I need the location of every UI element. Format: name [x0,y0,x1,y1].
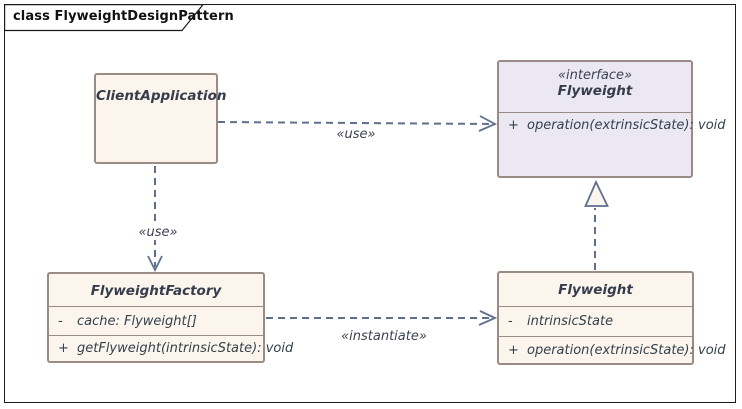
visibility-marker: + [58,341,69,356]
class-name: Flyweight [558,282,633,298]
visibility-marker: - [508,314,513,329]
frame-title: class FlyweightDesignPattern [13,9,234,24]
edge-label-use-vertical: «use» [127,225,189,240]
visibility-marker: + [508,118,519,133]
class-node-flyweightfactory: FlyweightFactory - cache: Flyweight[] + … [47,272,293,363]
operation-signature: getFlyweight(intrinsicState): void [77,341,294,356]
edge-label-instantiate: «instantiate» [341,329,427,344]
class-name: ClientApplication [96,88,227,104]
edge-label-use-horizontal: «use» [336,127,376,142]
open-arrowhead-icon [478,115,498,132]
operation-signature: operation(extrinsicState): void [527,342,726,358]
frame-title-tab [3,3,205,32]
attribute-row: - intrinsicState [499,314,619,329]
interface-node-flyweight: «interface» Flyweight + operation(extrin… [497,60,726,178]
attribute-signature: cache: Flyweight[] [77,313,197,329]
visibility-marker: + [508,342,519,358]
operation-row: + operation(extrinsicState): void [499,343,732,358]
visibility-marker: - [58,313,63,329]
operation-row: + getFlyweight(intrinsicState): void [49,341,299,356]
attribute-signature: intrinsicState [527,314,614,329]
open-arrowhead-icon [478,310,498,326]
operation-row: + operation(extrinsicState): void [499,118,726,133]
open-arrowhead-icon [147,255,163,273]
class-name: FlyweightFactory [90,283,222,299]
class-node-clientapplication: ClientApplication [94,73,227,164]
class-node-flyweight: Flyweight - intrinsicState + operation(e… [497,271,726,365]
attribute-row: - cache: Flyweight[] [49,314,203,329]
interface-name: Flyweight [557,83,633,99]
hollow-triangle-arrowhead-icon [584,179,609,207]
interface-stereotype: «interface» [557,68,633,83]
edge-client-uses-interface [217,121,492,125]
operation-signature: operation(extrinsicState): void [527,118,726,133]
